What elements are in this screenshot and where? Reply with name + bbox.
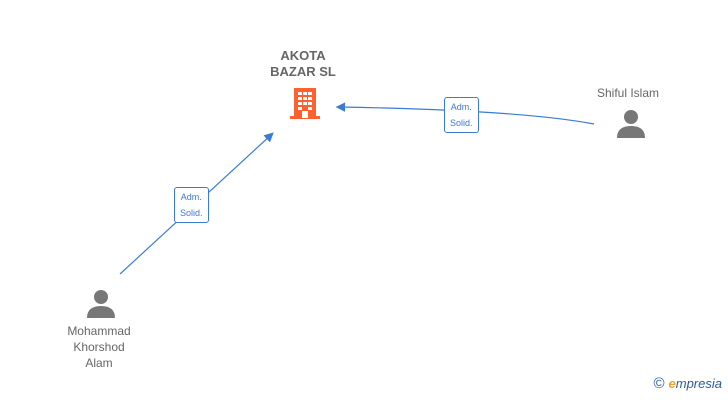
person-icon[interactable] xyxy=(616,108,646,138)
person-name-mohammad[interactable]: Mohammad Khorshod Alam xyxy=(49,323,149,371)
company-name-line2: BAZAR SL xyxy=(270,64,336,79)
person-icon[interactable] xyxy=(86,288,116,318)
relation-label-line1: Adm. xyxy=(450,102,472,112)
company-name[interactable]: AKOTA BAZAR SL xyxy=(248,48,358,80)
person-name-shiful[interactable]: Shiful Islam xyxy=(596,86,660,100)
building-icon[interactable] xyxy=(288,86,322,120)
brand-initial: e xyxy=(668,376,676,391)
relation-label-shiful[interactable]: Adm. Solid. xyxy=(444,97,479,133)
relation-label-line2: Solid. xyxy=(180,208,203,218)
brand-name: mpresia xyxy=(675,376,722,391)
relation-label-mohammad[interactable]: Adm. Solid. xyxy=(174,187,209,223)
company-name-line1: AKOTA xyxy=(280,48,326,63)
empresia-watermark: ©empresia xyxy=(653,375,722,392)
copyright-icon: © xyxy=(653,375,665,392)
person-name-line: Alam xyxy=(85,356,113,370)
person-name-line: Khorshod xyxy=(73,340,125,354)
relation-label-line1: Adm. xyxy=(180,192,202,202)
relation-label-line2: Solid. xyxy=(450,118,473,128)
edge-shiful-to-company xyxy=(335,102,595,125)
person-name-line: Mohammad xyxy=(67,324,131,338)
